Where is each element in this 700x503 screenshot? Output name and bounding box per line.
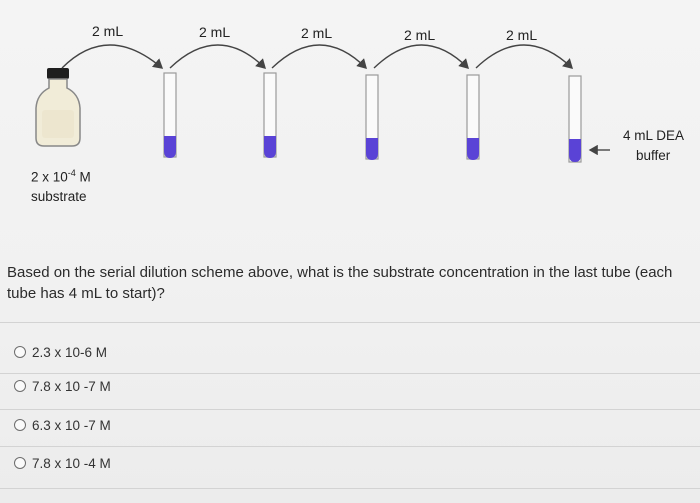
stock-substrate-label: substrate xyxy=(31,189,87,204)
transfer-arrow-4 xyxy=(373,44,469,69)
answer-option-label: 7.8 x 10 -4 M xyxy=(32,455,111,471)
transfer-label-2: 2 mL xyxy=(199,24,231,40)
answer-option-label: 2.3 x 10-6 M xyxy=(32,344,108,360)
divider xyxy=(0,373,700,374)
question-text: Based on the serial dilution scheme abov… xyxy=(7,264,673,302)
test-tube-2 xyxy=(263,72,277,158)
stock-concentration-label: 2 x 10-4 M xyxy=(31,168,91,185)
transfer-label-1: 2 mL xyxy=(92,23,124,39)
transfer-arrow-1 xyxy=(61,44,164,69)
test-tube-5 xyxy=(568,75,582,163)
dilution-scheme-graphic xyxy=(35,44,610,163)
test-tube-4 xyxy=(466,74,480,160)
transfer-arrow-5 xyxy=(475,44,574,69)
radio-button[interactable] xyxy=(14,419,26,431)
stock-bottle-icon xyxy=(35,68,81,147)
buffer-label-line1: 4 mL DEA xyxy=(623,128,685,143)
test-tube-3 xyxy=(365,74,379,160)
transfer-arrow-2 xyxy=(169,44,267,69)
transfer-label-4: 2 mL xyxy=(404,27,436,43)
divider xyxy=(0,488,700,489)
transfer-arrow-3 xyxy=(271,44,367,69)
divider xyxy=(0,409,700,410)
transfer-label-3: 2 mL xyxy=(301,25,333,41)
answer-option-label: 6.3 x 10 -7 M xyxy=(32,417,111,433)
transfer-arrows xyxy=(61,44,574,69)
transfer-label-5: 2 mL xyxy=(506,27,538,43)
divider xyxy=(0,446,700,447)
answer-option-2[interactable]: 7.8 x 10 -7 M xyxy=(14,375,111,397)
radio-button[interactable] xyxy=(14,346,26,358)
buffer-label-line2: buffer xyxy=(636,148,671,163)
answer-option-3[interactable]: 6.3 x 10 -7 M xyxy=(14,414,111,436)
serial-dilution-diagram: 2 mL 2 mL 2 mL 2 mL 2 mL 2 x 10-4 M subs… xyxy=(0,0,700,220)
radio-button[interactable] xyxy=(14,380,26,392)
answer-option-4[interactable]: 7.8 x 10 -4 M xyxy=(14,452,111,474)
divider xyxy=(0,322,700,323)
answer-option-label: 7.8 x 10 -7 M xyxy=(32,378,111,394)
test-tubes xyxy=(163,72,582,163)
test-tube-1 xyxy=(163,72,177,158)
radio-button[interactable] xyxy=(14,457,26,469)
answer-option-1[interactable]: 2.3 x 10-6 M xyxy=(14,341,107,363)
